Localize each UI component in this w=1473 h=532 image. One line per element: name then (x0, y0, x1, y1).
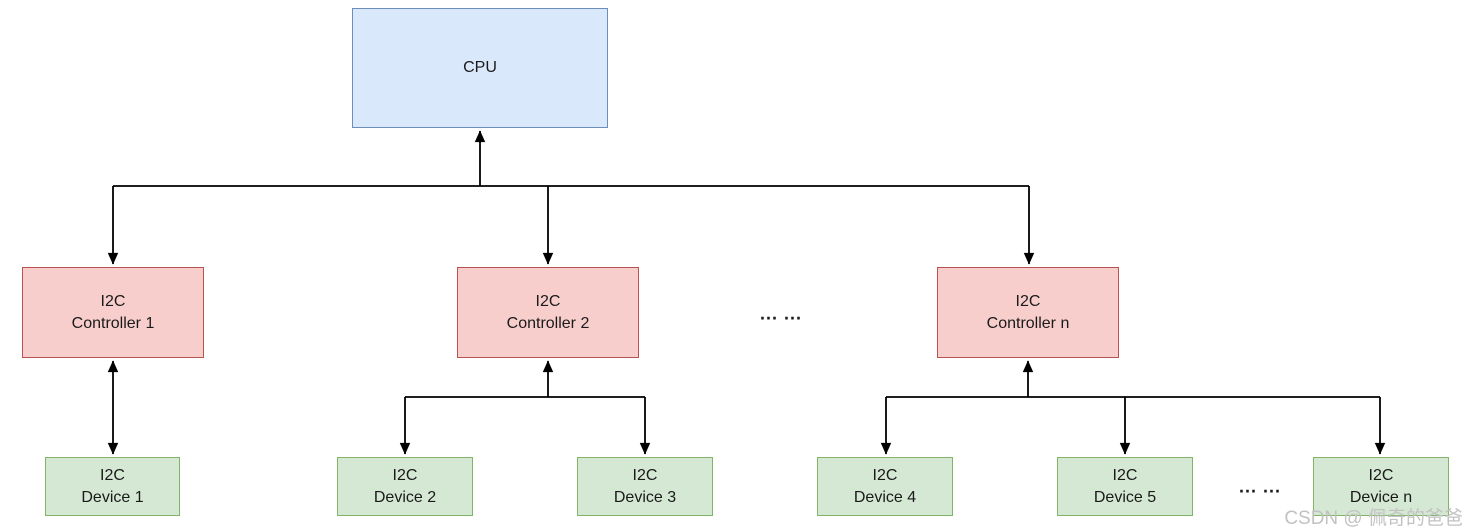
node-i2c-device-3-label: I2C Device 3 (613, 466, 677, 506)
node-i2c-device-3: I2C Device 3 (577, 457, 713, 516)
node-i2c-device-1: I2C Device 1 (45, 457, 180, 516)
node-i2c-device-5-label: I2C Device 5 (1093, 466, 1157, 506)
node-i2c-controller-n-label: I2C Controller n (986, 292, 1070, 332)
node-i2c-device-n: I2C Device n (1313, 457, 1449, 516)
node-cpu-label: CPU (463, 59, 497, 76)
watermark: CSDN @ 佩奇的爸爸 (1284, 508, 1463, 529)
node-i2c-controller-2: I2C Controller 2 (457, 267, 639, 358)
node-i2c-controller-2-label: I2C Controller 2 (506, 292, 590, 332)
ellipsis-between-controllers: ... ... (759, 303, 803, 324)
node-i2c-controller-n: I2C Controller n (937, 267, 1119, 358)
node-cpu: CPU (352, 8, 608, 128)
node-i2c-controller-1-label: I2C Controller 1 (71, 292, 155, 332)
node-i2c-device-2-label: I2C Device 2 (373, 466, 437, 506)
node-i2c-device-4: I2C Device 4 (817, 457, 953, 516)
node-i2c-device-2: I2C Device 2 (337, 457, 473, 516)
node-i2c-device-1-label: I2C Device 1 (81, 466, 144, 506)
node-i2c-controller-1: I2C Controller 1 (22, 267, 204, 358)
node-i2c-device-5: I2C Device 5 (1057, 457, 1193, 516)
ellipsis-between-devices: ... ... (1238, 476, 1282, 497)
node-i2c-device-4-label: I2C Device 4 (853, 466, 917, 506)
node-i2c-device-n-label: I2C Device n (1349, 466, 1413, 506)
